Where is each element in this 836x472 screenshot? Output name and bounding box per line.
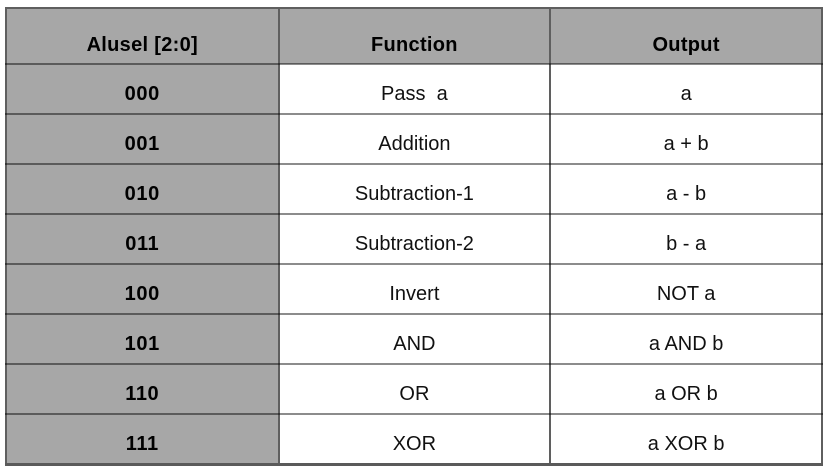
table-row: 001 Addition a + b xyxy=(5,113,823,165)
column-header-output: Output xyxy=(549,7,823,65)
alusel-cell: 011 xyxy=(5,213,280,265)
table-row: 000 Pass a a xyxy=(5,63,823,115)
output-cell: a OR b xyxy=(549,363,823,415)
output-cell: b - a xyxy=(549,213,823,265)
header-row: Alusel [2:0] Function Output xyxy=(5,7,823,65)
alusel-cell: 010 xyxy=(5,163,280,215)
column-header-alusel: Alusel [2:0] xyxy=(5,7,280,65)
alusel-cell: 111 xyxy=(5,413,280,466)
table-row: 100 Invert NOT a xyxy=(5,263,823,315)
function-cell: Subtraction-1 xyxy=(277,163,552,215)
alusel-cell: 000 xyxy=(5,63,280,115)
function-cell: XOR xyxy=(277,413,552,466)
alusel-cell: 110 xyxy=(5,363,280,415)
table-row: 111 XOR a XOR b xyxy=(5,413,823,466)
table-row: 110 OR a OR b xyxy=(5,363,823,415)
column-header-function: Function xyxy=(277,7,552,65)
function-cell: Invert xyxy=(277,263,552,315)
function-cell: Subtraction-2 xyxy=(277,213,552,265)
output-cell: a + b xyxy=(549,113,823,165)
table-row: 011 Subtraction-2 b - a xyxy=(5,213,823,265)
alu-function-table: Alusel [2:0] Function Output 000 Pass a … xyxy=(5,7,823,466)
output-cell: a XOR b xyxy=(549,413,823,466)
table-row: 010 Subtraction-1 a - b xyxy=(5,163,823,215)
function-cell: AND xyxy=(277,313,552,365)
output-cell: a xyxy=(549,63,823,115)
function-cell: Addition xyxy=(277,113,552,165)
output-cell: a AND b xyxy=(549,313,823,365)
function-cell: OR xyxy=(277,363,552,415)
output-cell: a - b xyxy=(549,163,823,215)
output-cell: NOT a xyxy=(549,263,823,315)
function-cell: Pass a xyxy=(277,63,552,115)
table-row: 101 AND a AND b xyxy=(5,313,823,365)
alusel-cell: 100 xyxy=(5,263,280,315)
alusel-cell: 101 xyxy=(5,313,280,365)
alusel-cell: 001 xyxy=(5,113,280,165)
